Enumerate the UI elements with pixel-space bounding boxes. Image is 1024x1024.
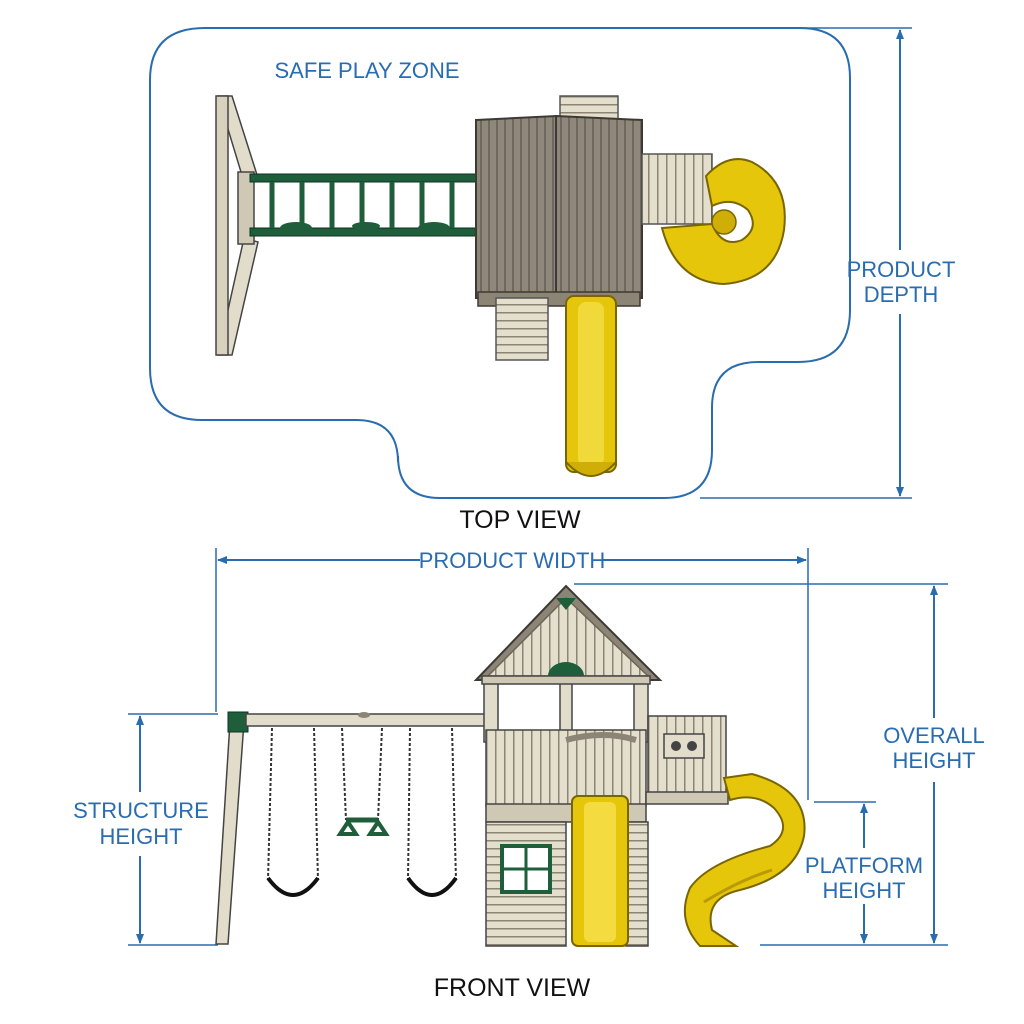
safe-play-zone-outline [149, 27, 851, 499]
structure-height-label-line2: HEIGHT [99, 824, 182, 849]
product-depth-label-line1: PRODUCT [847, 257, 956, 282]
swing-seat-top-2 [418, 222, 450, 234]
front-view: PRODUCT WIDTH OVERALL HEIGHT PLATFORM HE… [73, 548, 985, 1002]
product-depth-dimension [700, 27, 912, 499]
structure-height-dimension [128, 713, 218, 946]
spiral-slide-top [660, 158, 786, 286]
roof-top [475, 114, 643, 307]
side-deck-front [645, 715, 729, 805]
clubhouse-upper [481, 675, 651, 743]
clubhouse-roof [473, 584, 663, 681]
swing-beam-top [249, 173, 477, 237]
swing-seat-top [280, 222, 312, 234]
belt-swing-right [406, 727, 458, 897]
platform-height-label-line1: PLATFORM [805, 853, 923, 878]
trapeze-rings [336, 727, 390, 836]
belt-swing-left [266, 727, 320, 897]
top-view: SAFE PLAY ZONE PRODUCT DEPTH TOP VIEW [149, 27, 956, 534]
swing-frame-front [215, 711, 487, 945]
swing-frame-top [215, 95, 259, 356]
wave-slide-front [571, 795, 629, 947]
entry-ladder-top [495, 297, 549, 361]
product-width-label: PRODUCT WIDTH [419, 548, 606, 573]
wave-slide-top [565, 295, 617, 477]
safe-play-zone-label: SAFE PLAY ZONE [274, 58, 459, 83]
top-view-title: TOP VIEW [459, 506, 581, 534]
overall-height-label-line2: HEIGHT [892, 748, 975, 773]
front-view-title: FRONT VIEW [434, 974, 591, 1002]
product-width-dimension [215, 548, 809, 800]
side-deck-top [641, 153, 713, 225]
structure-height-label-line1: STRUCTURE [73, 798, 209, 823]
clubhouse-lower [485, 821, 649, 947]
platform-height-dimension [814, 801, 876, 944]
overall-height-dimension [574, 583, 948, 946]
platform-height-label-line2: HEIGHT [822, 878, 905, 903]
product-depth-label-line2: DEPTH [864, 282, 939, 307]
spiral-slide-front [683, 772, 806, 947]
trapeze-bar-top [352, 222, 380, 230]
overall-height-label-line1: OVERALL [883, 723, 985, 748]
